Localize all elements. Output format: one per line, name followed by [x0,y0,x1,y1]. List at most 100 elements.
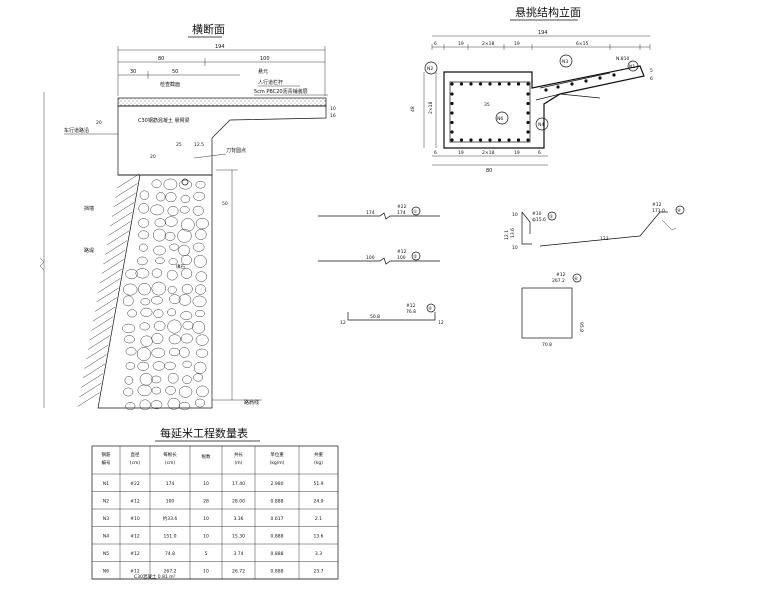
stone [169,294,181,304]
table-cell: 26.72 [232,569,245,575]
stone [137,361,150,371]
cantilever-elevation-view: 悬挑结构立面 194 6 19 2×18 19 6×15 N.810 N2 N3… [410,5,653,174]
rebar-n4 [539,211,668,247]
cant-dim-n810: N.810 [616,56,630,62]
stone [168,334,181,345]
hatch-line [89,325,112,341]
stone [169,347,180,357]
stone [192,295,207,308]
n5-tag-circle [426,303,436,313]
label-road-bottom: 路肩线 [244,399,259,406]
stone [151,179,162,189]
stone [195,334,209,346]
n4-tag-circle [675,205,685,215]
cant-bdim-6: 6 [434,150,437,156]
stone [192,205,204,216]
stone [122,295,134,307]
stone [137,256,148,266]
rebar-dot [584,79,588,83]
stone [138,282,151,296]
label-bolt: 刀背圆点 [226,147,246,154]
cant-right-6: 6 [650,76,653,82]
cant-bdim-2x18: 2×18 [482,150,494,156]
dim-h10: 10 [330,106,336,112]
rebar-n6 [521,287,573,339]
stone [135,268,150,279]
rebar-dot [526,92,530,96]
rebar-n2 [318,257,440,265]
stone [180,333,193,344]
table-cell: 10 [203,569,209,575]
table-header-cell: 每根长 [163,451,177,458]
rebar-dot [469,138,473,142]
table-body: 钢筋编号直径(cm)每根长(cm)根数共长(m)单位重(kg/m)共重(kg)N… [91,445,339,580]
stone [195,217,209,230]
rebar-n3-inner [521,211,531,234]
table-cell: N6 [103,569,109,575]
stone [194,284,207,295]
table-cell: 5 [205,551,208,557]
table-header-cell: 编号 [102,459,111,466]
cant-left-height: 48 [410,106,416,112]
stone [151,281,166,296]
stone [182,321,194,330]
stone [140,307,153,317]
rebar-dot [459,82,464,86]
stone [193,361,207,374]
stone [151,268,163,278]
stone [180,194,191,203]
table-cell: 0.888 [271,569,284,575]
n6-side: 95.8 [578,322,584,332]
stone [140,335,153,347]
stone [125,269,138,280]
dim-h12-5: 12.5 [194,142,204,148]
rebar-n3 [521,212,532,245]
stone [124,376,134,385]
leader-bolt [193,153,227,159]
rebar-dot [450,130,454,134]
rebar-dot [526,130,530,134]
stone [193,255,207,268]
cross-section-title: 横断面 [192,22,225,36]
hatch-line [93,306,116,322]
cant-bdim-19b: 19 [514,150,520,156]
rebar-dot [526,120,530,125]
stone [137,384,152,397]
n4-tag: ④ [677,208,681,214]
rebar-dot [570,82,574,86]
hatch-line [82,363,105,379]
stone [196,348,209,358]
stone [139,190,150,200]
stone [167,286,177,294]
table-cell: 17.40 [232,481,245,487]
stone [181,283,193,295]
cant-dim-6: 6 [434,41,437,47]
stone [181,268,193,279]
rebar-dot [450,111,454,115]
rebar-dot [469,82,473,86]
cantilever-title: 悬挑结构立面 [515,5,581,19]
stone [153,245,166,256]
table-header-cell: 直径 [131,451,140,458]
table-cell: 约33.6 [163,515,178,522]
tag-n2 [424,61,438,75]
cant-stirrup [449,81,531,143]
stone [166,269,178,281]
n2-tag-circle [411,251,421,261]
table-cell: 174 [166,481,175,487]
quantity-table: 每延米工程数量表 钢筋编号直径(cm)每根长(cm)根数共长(m)单位重(kg/… [91,426,339,580]
n3-tag: ③ [549,214,553,220]
stone [178,386,193,398]
stone [123,283,138,296]
n4-len: 171.0 [652,208,665,214]
n3-tag-circle [547,211,557,221]
stone [194,398,206,408]
stone [180,254,192,266]
anchor-point [181,178,189,186]
table-cell: #22 [130,481,140,487]
stone [169,243,179,251]
dim-h25: 25 [176,142,182,148]
cantilever-slab [117,105,327,176]
stone [153,309,164,318]
